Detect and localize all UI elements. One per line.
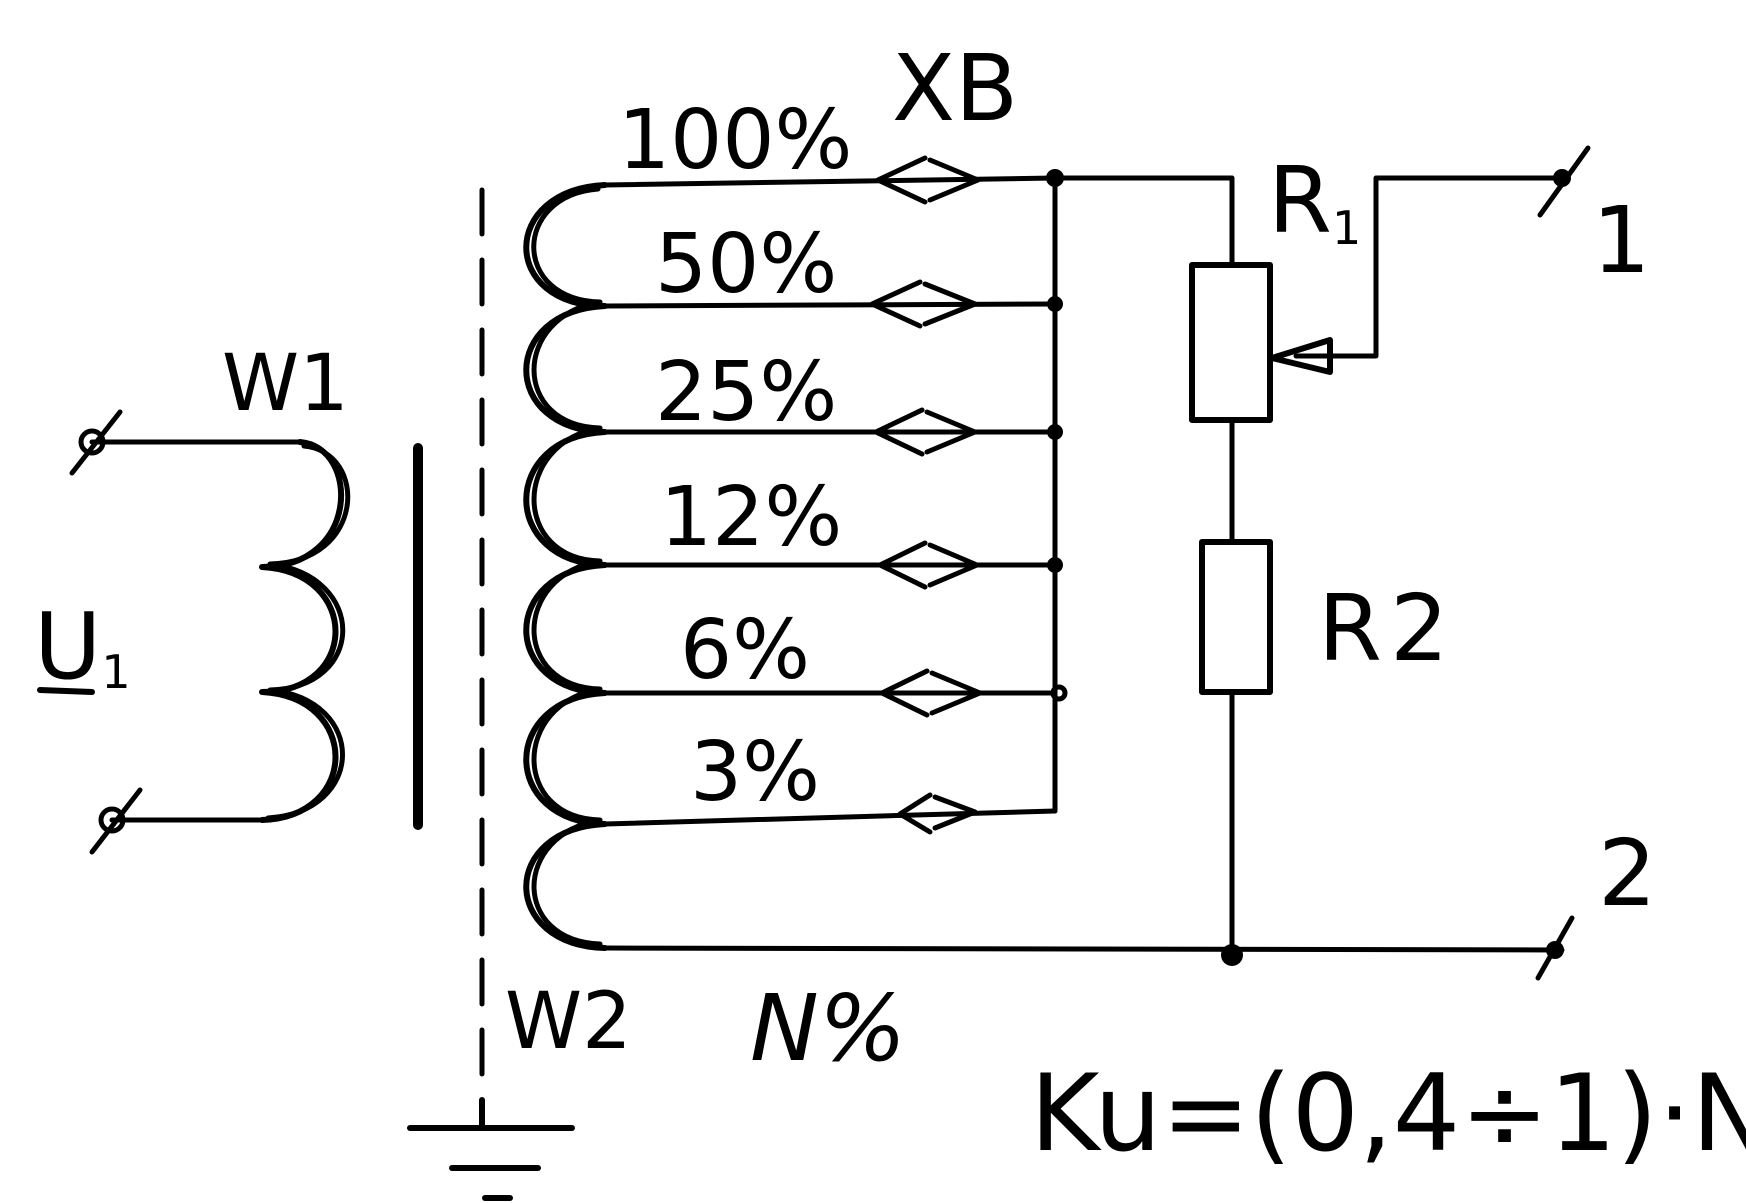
output-terminal-1 [1537,145,1591,218]
resistor-r2 [1199,539,1273,695]
labels: W1 U1 W2 XB 100% 50% 25% 12% 6% 3% N% R1… [34,35,1746,1175]
resistor-r1 [1189,262,1273,423]
bottom-junction [1221,944,1243,966]
ground-symbol [407,1097,575,1201]
label-n-percent: N% [750,975,906,1082]
wiper-arrowhead [1269,337,1333,375]
connector-arrow-25 [873,407,978,457]
connector-arrow-50 [869,279,978,329]
label-u1: U1 [34,593,131,700]
tap-label-25: 25% [655,345,837,440]
label-w2: W2 [505,977,632,1067]
wiper-arm [1293,175,1565,359]
primary-terminal-top [69,409,123,476]
tap-leads [602,175,1058,827]
primary-winding-coil [259,439,344,823]
connector-arrow-12 [877,540,980,590]
primary-terminal-bottom [89,787,143,855]
connector-arrow-100 [875,155,981,205]
connector-arrow-3 [897,792,978,835]
label-w1: W1 [222,339,349,429]
secondary-winding-coil-echo [531,186,603,947]
output-network [602,145,1591,981]
primary-winding-coil-echo [265,443,351,821]
formula-ku: Ku=(0,4÷1)·N% [1030,1052,1746,1175]
tap-label-12: 12% [660,470,842,565]
connector-xb [869,155,983,835]
tap-label-50: 50% [655,217,837,312]
tap-label-6: 6% [680,603,810,698]
label-r1: R1 [1268,147,1361,255]
label-xb: XB [892,35,1018,142]
tap-lead-50 [602,301,1058,309]
tap-label-100: 100% [618,93,852,188]
label-r2: R2 [1318,575,1448,682]
tap-label-3: 3% [690,725,820,820]
primary-circuit [69,409,351,855]
tap-lead-3 [602,808,1058,827]
wire-top [1052,175,1235,268]
connector-arrow-6 [879,668,983,718]
label-terminal-1: 1 [1592,187,1651,294]
wire-bottom [602,945,1565,953]
output-terminal-2 [1535,915,1575,981]
label-terminal-2: 2 [1598,820,1657,927]
u1-underline [37,687,95,695]
